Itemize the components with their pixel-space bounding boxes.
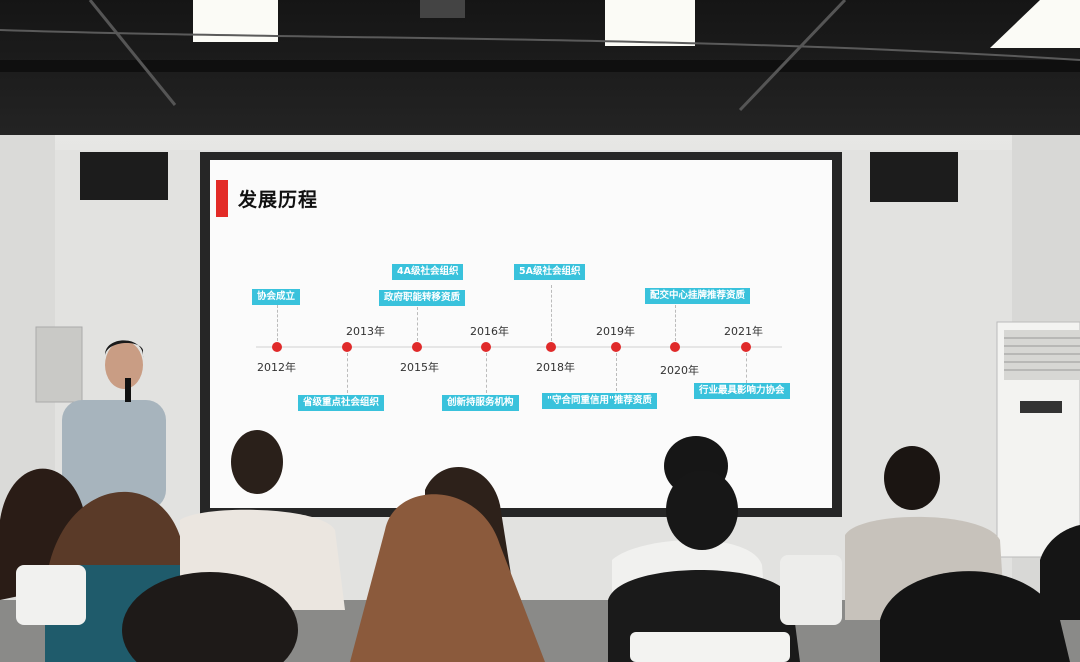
year-2019: 2019年 bbox=[596, 325, 635, 338]
event-tag: "守合同重信用"推荐资质 bbox=[542, 393, 657, 409]
connector-2020 bbox=[675, 305, 676, 341]
year-2020: 2020年 bbox=[660, 364, 699, 377]
presentation-slide: 发展历程 2012年 2013年 2015年 2016年 2018年 2019年… bbox=[212, 163, 828, 504]
event-tag: 创新持服务机构 bbox=[442, 395, 519, 411]
timeline-dot-2020 bbox=[670, 342, 680, 352]
connector-2015 bbox=[417, 307, 418, 341]
timeline-dot-2012 bbox=[272, 342, 282, 352]
event-tag: 配交中心挂牌推荐资质 bbox=[645, 288, 751, 304]
connector-2018 bbox=[551, 285, 552, 341]
connector-2016 bbox=[486, 353, 487, 393]
timeline-dot-2013 bbox=[342, 342, 352, 352]
year-2016: 2016年 bbox=[470, 325, 509, 338]
timeline-dot-2021 bbox=[741, 342, 751, 352]
timeline-axis bbox=[256, 346, 782, 348]
connector-2019 bbox=[616, 353, 617, 391]
connector-2021 bbox=[746, 353, 747, 383]
timeline-dot-2018 bbox=[546, 342, 556, 352]
title-accent-bar bbox=[216, 180, 228, 217]
year-2021: 2021年 bbox=[724, 325, 763, 338]
event-tag: 省级重点社会组织 bbox=[298, 395, 385, 411]
event-tag: 协会成立 bbox=[252, 289, 301, 305]
slide-title: 发展历程 bbox=[238, 189, 319, 211]
connector-2012 bbox=[277, 305, 278, 341]
year-2015: 2015年 bbox=[400, 361, 439, 374]
timeline-dot-2019 bbox=[611, 342, 621, 352]
timeline-dot-2016 bbox=[481, 342, 491, 352]
year-2013: 2013年 bbox=[346, 325, 385, 338]
event-tag: 5A级社会组织 bbox=[514, 264, 586, 280]
year-2018: 2018年 bbox=[536, 361, 575, 374]
connector-2013 bbox=[347, 353, 348, 393]
event-tag: 4A级社会组织 bbox=[392, 264, 464, 280]
timeline-dot-2015 bbox=[412, 342, 422, 352]
event-tag: 行业最具影响力协会 bbox=[694, 383, 790, 399]
year-2012: 2012年 bbox=[257, 361, 296, 374]
event-tag: 政府职能转移资质 bbox=[379, 290, 466, 306]
